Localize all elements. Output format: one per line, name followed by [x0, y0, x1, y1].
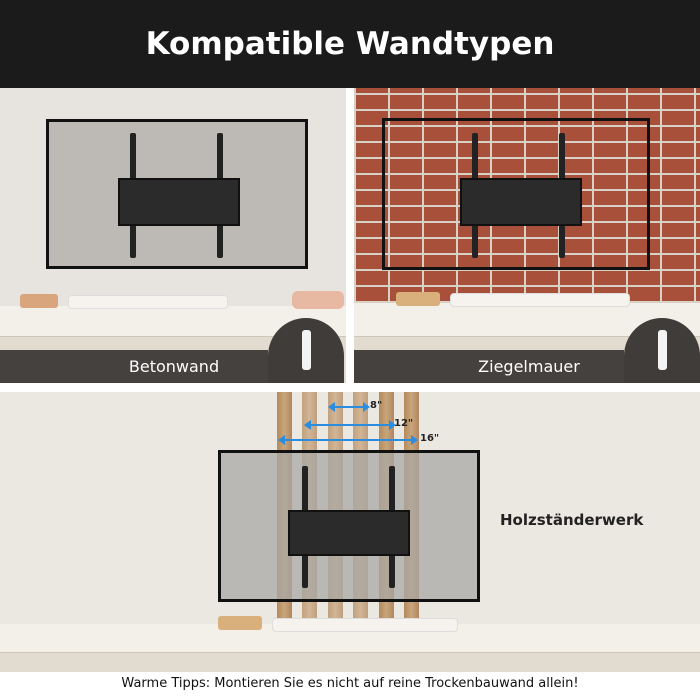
spacing-label: 16" — [420, 433, 440, 444]
soundbar — [68, 295, 228, 309]
footer-tip: Warme Tipps: Montieren Sie es nicht auf … — [121, 676, 579, 691]
anchor-badge — [268, 318, 344, 383]
tv-outline — [382, 118, 650, 270]
spacing-arrow-8 — [328, 402, 370, 412]
panel-brick-wall: Ziegelmauer — [354, 88, 700, 383]
candle-jars — [396, 292, 440, 306]
anchor-badge — [624, 318, 700, 383]
page-title: Kompatible Wandtypen — [145, 26, 555, 62]
panel-wood-studs: 8" 12" 16" Holzständerwerk — [0, 392, 700, 672]
decor-objects — [292, 291, 344, 309]
spacing-label: 12" — [394, 418, 414, 429]
wall-anchor-icon — [658, 330, 667, 370]
wall-plate — [288, 510, 410, 556]
spacing-arrow-12 — [304, 420, 396, 430]
wall-plate — [118, 178, 240, 226]
panel-concrete-wall: Betonwand — [0, 88, 346, 383]
panel-label: Ziegelmauer — [478, 357, 580, 376]
soundbar — [450, 293, 630, 307]
header-banner: Kompatible Wandtypen — [0, 0, 700, 88]
soundbar — [272, 618, 458, 632]
label-bar: Ziegelmauer — [354, 350, 624, 383]
candle-jars — [20, 294, 58, 308]
panel-label: Holzständerwerk — [500, 511, 644, 529]
cabinet — [0, 652, 700, 672]
panel-label: Betonwand — [128, 357, 220, 376]
wall-plate — [460, 178, 582, 226]
candle-jars — [218, 616, 262, 630]
label-bar: Betonwand — [0, 350, 268, 383]
spacing-label: 8" — [370, 400, 383, 411]
spacing-arrow-16 — [278, 435, 418, 445]
wall-anchor-icon — [302, 330, 311, 370]
